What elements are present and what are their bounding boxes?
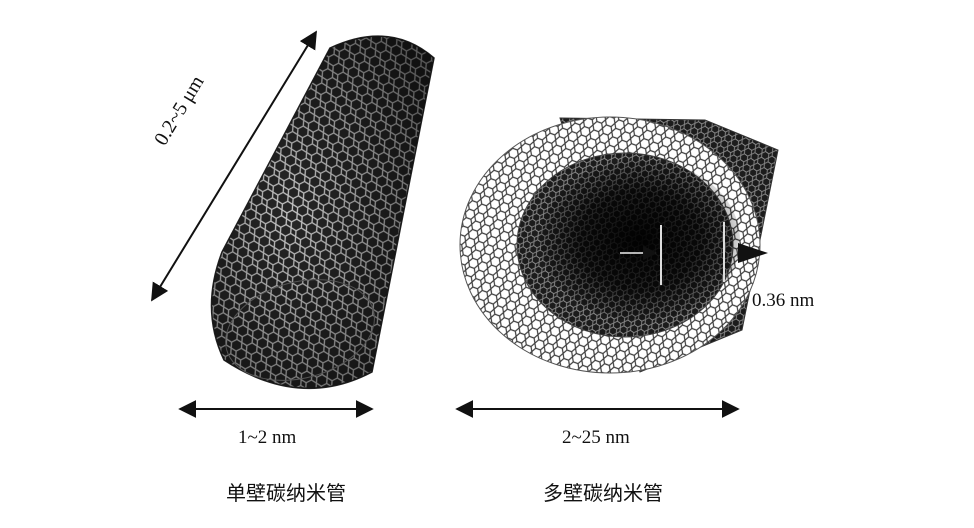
swnt-diameter-label: 1~2 nm — [238, 427, 296, 449]
multi-wall-nanotube-illustration — [460, 117, 778, 373]
swnt-caption: 单壁碳纳米管 — [226, 477, 346, 506]
single-wall-nanotube-illustration — [211, 36, 434, 396]
mwnt-caption: 多壁碳纳米管 — [543, 477, 663, 506]
wall-spacing-label: 0.36 nm — [752, 290, 814, 312]
mwnt-diameter-label: 2~25 nm — [562, 427, 630, 449]
